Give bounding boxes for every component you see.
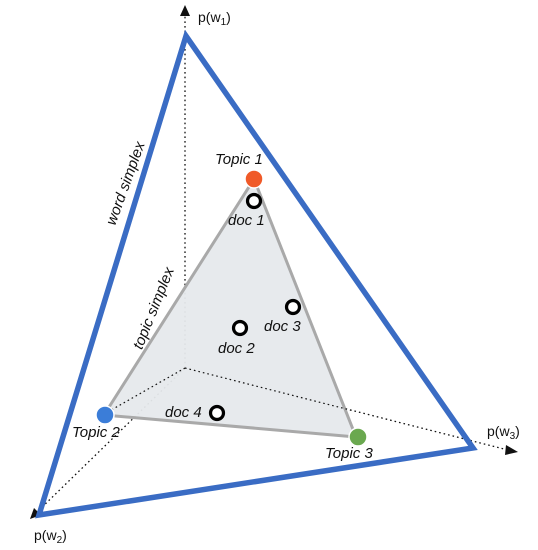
doc-3-label: doc 3 (264, 318, 301, 335)
doc-2-label: doc 2 (218, 340, 255, 357)
axis-w2-arrowhead (30, 508, 41, 519)
axis-w2-label: p(w2) (34, 527, 67, 546)
hidden-edge-topic2 (105, 367, 186, 414)
doc-3-marker (284, 298, 302, 316)
word-simplex-triangle (35, 29, 478, 519)
axis-w1-arrowhead (180, 5, 190, 16)
axis-w1-label: p(w1) (198, 9, 231, 28)
hidden-edge-topic3 (184, 367, 355, 412)
axis-w3-arrowhead (505, 445, 518, 455)
topic-2-marker (95, 405, 115, 425)
doc-4-label: doc 4 (165, 404, 202, 421)
topic-3-label: Topic 3 (325, 445, 373, 462)
doc-1-label: doc 1 (228, 212, 265, 229)
topic-simplex-triangle (102, 177, 358, 439)
doc-1-marker (245, 192, 263, 210)
doc-4-marker (208, 404, 226, 422)
topic-3-marker (348, 427, 368, 447)
topic-1-label: Topic 1 (215, 151, 263, 168)
doc-2-marker (231, 319, 249, 337)
axis-w3-label: p(w3) (487, 423, 520, 442)
topic-1-marker (244, 169, 264, 189)
topic-2-label: Topic 2 (72, 424, 120, 441)
